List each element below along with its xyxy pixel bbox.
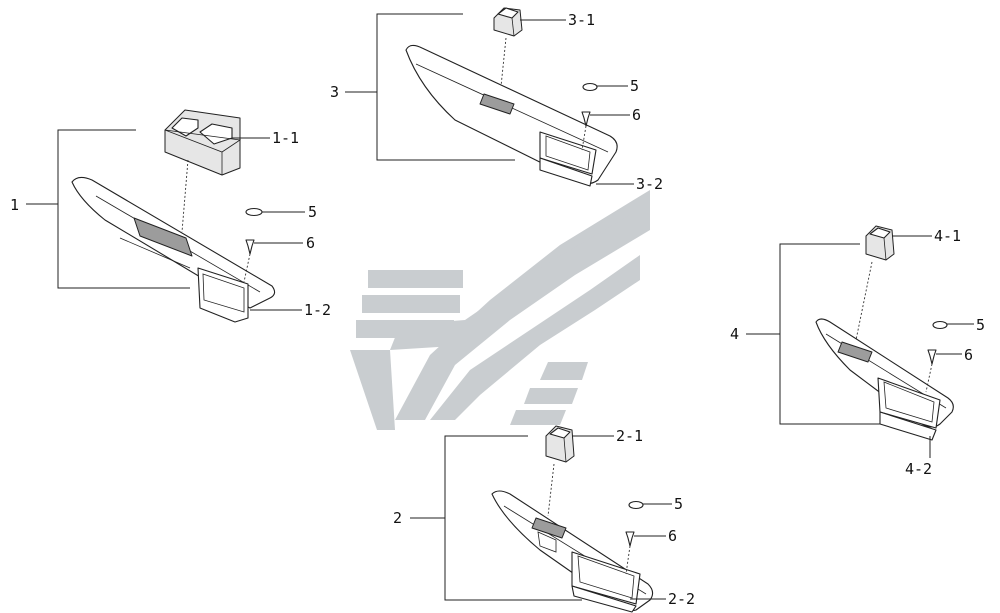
screw-icon-g2 — [625, 531, 635, 547]
label-3-2: 3-2 — [636, 175, 663, 193]
trim-cap-icon-g3 — [582, 82, 598, 92]
armrest-panel-4 — [815, 318, 954, 441]
label-group-3: 3 — [330, 83, 339, 101]
label-1-2: 1-2 — [304, 301, 331, 319]
assembly-group-4: 4 4-1 4-2 5 6 — [730, 225, 985, 478]
label-cap-g1: 5 — [308, 203, 317, 221]
label-screw-g3: 6 — [632, 106, 641, 124]
watermark-logo — [350, 190, 650, 430]
armrest-panel-2 — [491, 490, 654, 613]
trim-cap-icon-g4 — [932, 320, 948, 330]
label-screw-g1: 6 — [306, 234, 315, 252]
label-2-2: 2-2 — [668, 590, 695, 608]
assembly-group-1: 1 1-1 1-2 5 6 — [10, 109, 331, 323]
trim-cap-icon-g2 — [628, 500, 644, 510]
label-cap-g4: 5 — [976, 316, 985, 334]
assembly-group-2: 2 2-1 2-2 5 6 — [393, 425, 695, 613]
label-2-1: 2-1 — [616, 427, 643, 445]
window-switch-4-1 — [865, 225, 895, 261]
screw-icon-g1 — [245, 239, 255, 255]
armrest-panel-3 — [405, 44, 618, 187]
window-switch-2-1 — [545, 425, 575, 463]
label-4-2: 4-2 — [905, 460, 932, 478]
window-switch-3-1 — [493, 7, 523, 37]
label-3-1: 3-1 — [568, 11, 595, 29]
label-group-2: 2 — [393, 509, 402, 527]
assembly-group-3: 3 3-1 3-2 5 6 — [330, 7, 663, 193]
armrest-panel-1 — [71, 176, 276, 323]
window-switch-1-1 — [164, 109, 242, 176]
label-cap-g2: 5 — [674, 495, 683, 513]
label-screw-g4: 6 — [964, 346, 973, 364]
label-cap-g3: 5 — [630, 77, 639, 95]
label-group-4: 4 — [730, 325, 739, 343]
label-group-1: 1 — [10, 196, 19, 214]
label-screw-g2: 6 — [668, 527, 677, 545]
screw-icon-g3 — [581, 111, 591, 127]
label-4-1: 4-1 — [934, 227, 961, 245]
label-1-1: 1-1 — [272, 129, 299, 147]
trim-cap-icon-g1 — [245, 207, 263, 217]
screw-icon-g4 — [927, 349, 937, 365]
